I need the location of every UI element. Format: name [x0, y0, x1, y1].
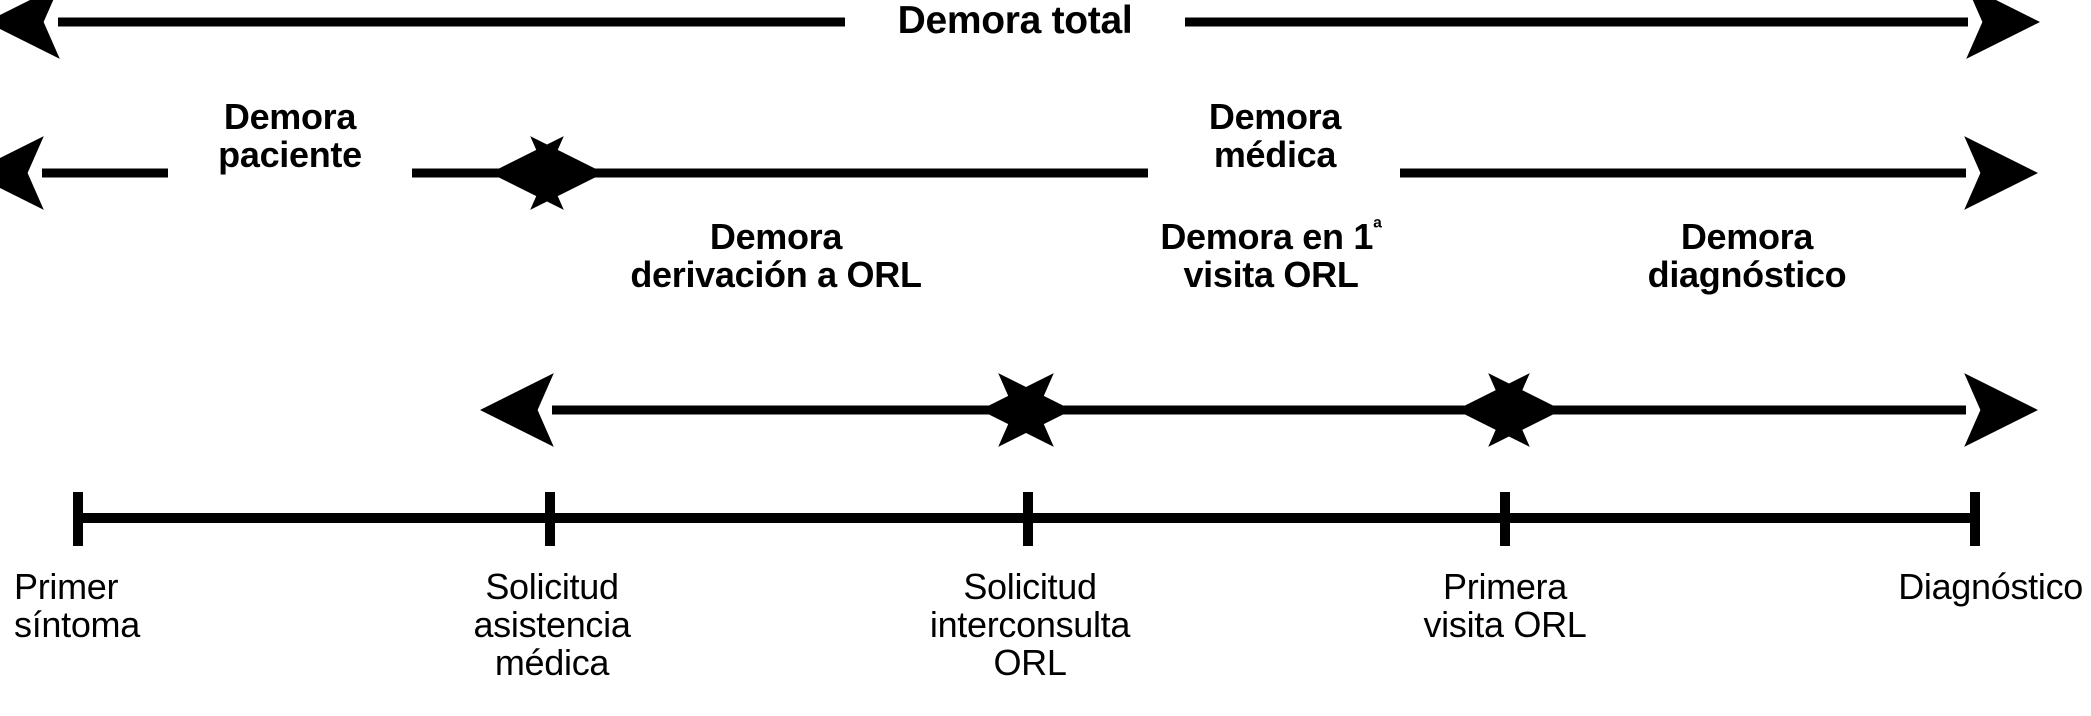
band-label-demora-derivacion-orl: Demora derivación a ORL: [630, 216, 922, 296]
band-label-demora-diagnostico: Demora diagnóstico: [1647, 216, 1847, 296]
milestone-label-primera-visita-orl: Primera visita ORL: [1423, 566, 1587, 646]
ordinal-superscript: ª: [1373, 215, 1382, 242]
milestone-label-primer-sintoma: Primer síntoma: [14, 566, 140, 646]
band-label-demora-total: Demora total: [897, 0, 1133, 42]
band-label-demora-paciente: Demora paciente: [218, 96, 362, 176]
milestone-label-solicitud-asistencia-medica: Solicitud asistencia médica: [473, 566, 631, 684]
band-label-demora-medica: Demora médica: [1208, 96, 1342, 176]
milestone-label-diagnostico: Diagnóstico: [1898, 566, 2083, 607]
band-label-line1: Demora en 1: [1160, 216, 1374, 257]
band-label-demora-primera-visita-orl: Demora en 1ª visita ORL: [1160, 215, 1382, 296]
band-label-line2: visita ORL: [1183, 254, 1359, 296]
milestone-label-solicitud-interconsulta-orl: Solicitud interconsulta ORL: [929, 566, 1131, 684]
